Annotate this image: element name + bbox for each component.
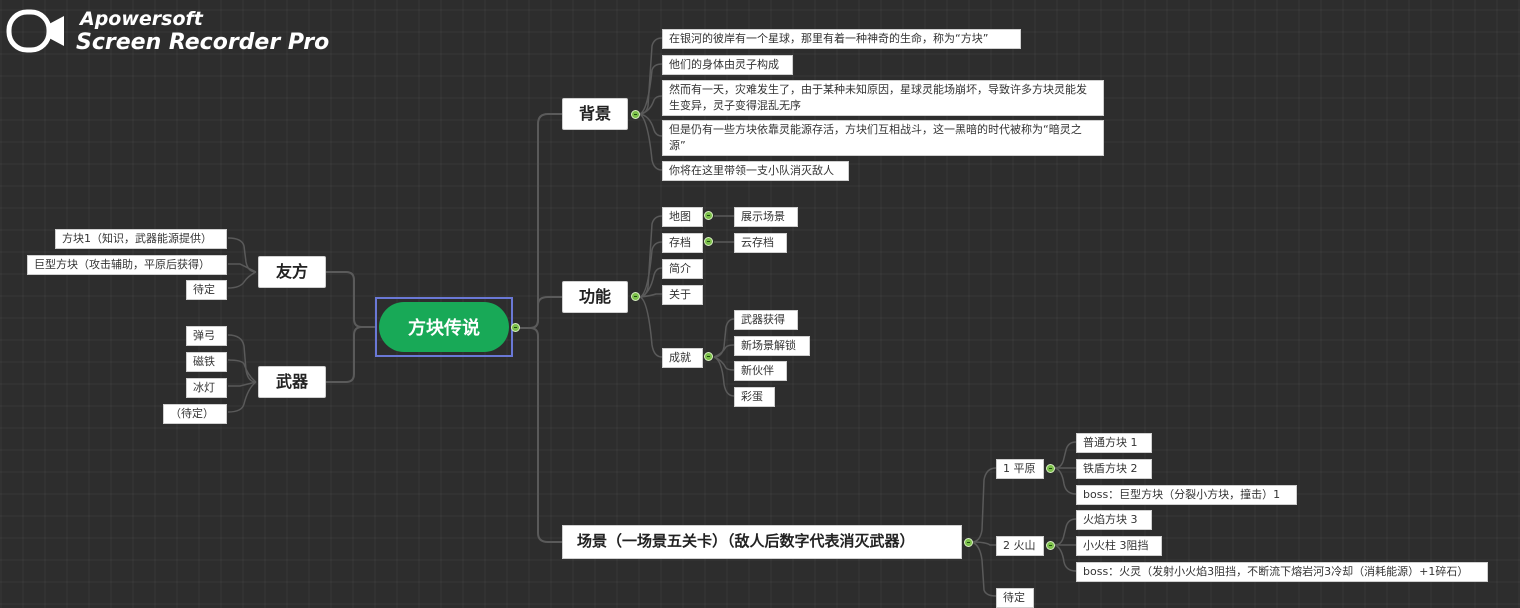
achievement-item[interactable]: 武器获得	[734, 310, 798, 330]
scene-volcano-item[interactable]: 火焰方块 3	[1076, 510, 1152, 530]
friend-item[interactable]: 巨型方块（攻击辅助，平原后获得）	[27, 255, 227, 275]
feature-save-child[interactable]: 云存档	[734, 233, 787, 253]
scene-plain[interactable]: 1 平原	[996, 459, 1044, 479]
scene-volcano-item[interactable]: 小火柱 3阻挡	[1076, 536, 1162, 556]
achievement-item[interactable]: 新伙伴	[734, 361, 787, 381]
feature-save[interactable]: 存档	[662, 233, 703, 253]
collapse-toggle-icon[interactable]	[1046, 541, 1055, 550]
background-item[interactable]: 他们的身体由灵子构成	[662, 55, 793, 75]
topic-friends[interactable]: 友方	[258, 256, 326, 288]
feature-map[interactable]: 地图	[662, 207, 703, 227]
collapse-toggle-icon[interactable]	[631, 292, 640, 301]
background-item[interactable]: 但是仍有一些方块依靠灵能源存活，方块们互相战斗，这一黑暗的时代被称为“暗灵之源”	[662, 120, 1104, 156]
achievement-item[interactable]: 彩蛋	[734, 387, 775, 407]
weapon-item[interactable]: 弹弓	[186, 326, 227, 346]
scene-plain-item[interactable]: 普通方块 1	[1076, 433, 1152, 453]
collapse-toggle-icon[interactable]	[964, 538, 973, 547]
collapse-toggle-icon[interactable]	[511, 323, 520, 332]
scene-pending[interactable]: 待定	[996, 588, 1034, 608]
background-item[interactable]: 你将在这里带领一支小队消灭敌人	[662, 161, 849, 181]
watermark-product: Screen Recorder Pro	[76, 30, 330, 55]
scene-plain-item[interactable]: boss：巨型方块（分裂小方块，撞击）1	[1076, 485, 1297, 505]
watermark-brand: Apowersoft	[80, 8, 203, 30]
weapon-item[interactable]: （待定）	[163, 404, 227, 424]
feature-achievements[interactable]: 成就	[662, 348, 703, 368]
collapse-toggle-icon[interactable]	[704, 237, 713, 246]
background-item[interactable]: 然而有一天，灾难发生了，由于某种未知原因，星球灵能场崩坏，导致许多方块灵能发生变…	[662, 80, 1104, 116]
topic-features[interactable]: 功能	[562, 281, 628, 313]
root-node[interactable]: 方块传说	[379, 302, 509, 352]
weapon-item[interactable]: 磁铁	[186, 352, 227, 372]
feature-intro[interactable]: 简介	[662, 259, 703, 279]
weapon-item[interactable]: 冰灯	[186, 378, 227, 398]
collapse-toggle-icon[interactable]	[631, 110, 640, 119]
scene-volcano[interactable]: 2 火山	[996, 536, 1044, 556]
friend-item[interactable]: 方块1（知识，武器能源提供）	[55, 229, 227, 249]
scene-plain-item[interactable]: 铁盾方块 2	[1076, 459, 1152, 479]
collapse-toggle-icon[interactable]	[704, 352, 713, 361]
feature-about[interactable]: 关于	[662, 285, 703, 305]
topic-weapons[interactable]: 武器	[258, 366, 326, 398]
background-item[interactable]: 在银河的彼岸有一个星球，那里有着一种神奇的生命，称为“方块”	[662, 29, 1021, 49]
topic-scenes[interactable]: 场景（一场景五关卡）（敌人后数字代表消灭武器）	[562, 525, 962, 559]
achievement-item[interactable]: 新场景解锁	[734, 336, 810, 356]
camera-icon	[6, 9, 64, 53]
friend-item[interactable]: 待定	[186, 280, 227, 300]
collapse-toggle-icon[interactable]	[1046, 464, 1055, 473]
feature-map-child[interactable]: 展示场景	[734, 207, 798, 227]
collapse-toggle-icon[interactable]	[704, 211, 713, 220]
topic-background[interactable]: 背景	[562, 98, 628, 130]
scene-volcano-item[interactable]: boss：火灵（发射小火焰3阻挡，不断流下熔岩河3冷却（消耗能源）+1碎石）	[1076, 562, 1488, 582]
